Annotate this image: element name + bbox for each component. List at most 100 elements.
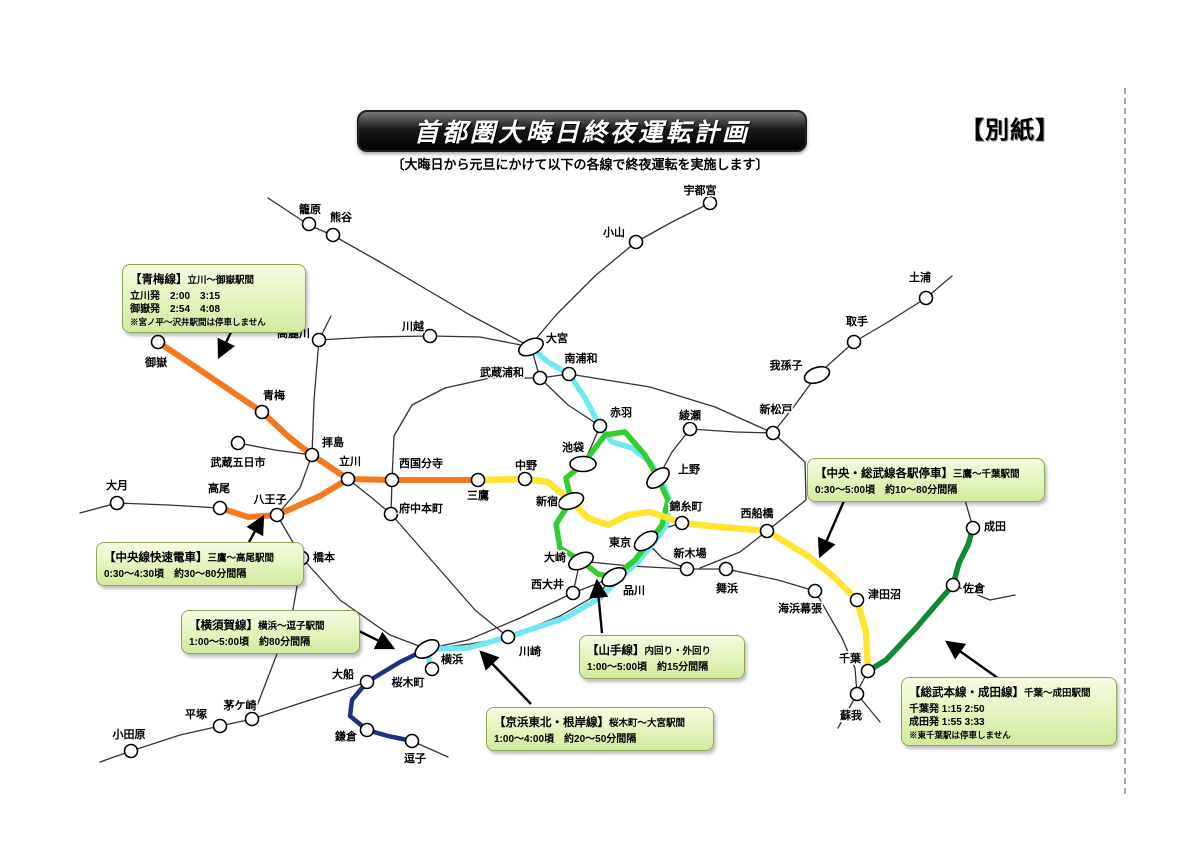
station-label: 新宿 xyxy=(536,494,558,508)
station-marker xyxy=(470,472,486,488)
callout-arrow-sobu-narita xyxy=(945,640,1003,682)
station-label: 平塚 xyxy=(185,707,207,721)
station-label: 八王子 xyxy=(253,493,287,506)
station-label: 千葉 xyxy=(839,651,862,665)
station-marker xyxy=(384,472,400,488)
station-marker xyxy=(244,711,260,727)
station-marker xyxy=(846,334,862,350)
rail-line-yokosuka-north xyxy=(426,576,615,650)
station-label: 逗子 xyxy=(404,751,426,765)
rail-line-keiyo-nishifuna xyxy=(699,530,768,569)
station-marker xyxy=(674,515,690,531)
station-label: 宇都宮 xyxy=(684,183,717,197)
station-marker xyxy=(254,404,270,420)
station-marker xyxy=(860,663,876,679)
station-marker xyxy=(702,195,718,211)
info-box-heading: 【総武本線・成田線】千葉～成田駅間 xyxy=(909,681,1109,703)
rail-line-keiyo xyxy=(645,540,858,695)
rail-line-musashino-mid xyxy=(568,373,774,434)
page-subtitle: 〔大晦日から元旦にかけて以下の各線で終夜運転を実施します〕 xyxy=(391,157,769,172)
station-label: 西大井 xyxy=(531,577,564,591)
station-label: 中野 xyxy=(515,458,537,472)
station-marker xyxy=(965,520,981,536)
info-box-sobu-narita: 【総武本線・成田線】千葉～成田駅間千葉発 1:15 2:50 成田発 1:55 3… xyxy=(901,677,1117,747)
station-label: 舞浜 xyxy=(716,581,738,595)
station-marker xyxy=(561,366,577,382)
station-label: 籠原 xyxy=(298,202,321,216)
rail-line-hachiko xyxy=(276,339,320,516)
station-marker xyxy=(123,743,139,759)
station-marker xyxy=(340,471,356,487)
station-label: 小田原 xyxy=(112,727,146,741)
station-marker xyxy=(359,674,375,690)
station-label: 我孫子 xyxy=(770,358,803,372)
station-label: 成田 xyxy=(984,519,1006,533)
service-range: 桜木町～大宮駅間 xyxy=(609,718,686,729)
rail-line-keihin-tohoku xyxy=(424,344,673,672)
line-name: 【青梅線】 xyxy=(130,274,188,286)
station-marker xyxy=(679,561,695,577)
station-marker xyxy=(304,447,320,463)
station-label: 青梅 xyxy=(263,388,285,402)
rail-line-chuo-rapid-east xyxy=(345,476,481,483)
rail-line-itsukaichi xyxy=(237,442,313,456)
station-marker xyxy=(404,733,420,749)
service-range: 立川～御嶽駅間 xyxy=(187,275,255,286)
station-label: 桜木町 xyxy=(392,675,425,689)
station-label: 南浦和 xyxy=(565,351,598,365)
station-marker xyxy=(682,421,698,437)
station-label: 津田沼 xyxy=(868,587,901,601)
info-box-heading: 【横須賀線】横浜～逗子駅間 xyxy=(189,614,352,636)
station-label: 立川 xyxy=(339,454,361,468)
station-marker xyxy=(109,495,125,511)
station-marker xyxy=(945,577,961,593)
station-label: 錦糸町 xyxy=(670,499,703,513)
line-name: 【中央線快速電車】 xyxy=(104,552,208,564)
info-box-heading: 【青梅線】立川～御嶽駅間 xyxy=(130,268,298,290)
station-marker xyxy=(718,561,734,577)
station-label: 西国分寺 xyxy=(399,456,443,470)
station-label: 鎌倉 xyxy=(334,729,358,743)
station-label: 海浜幕張 xyxy=(778,601,823,615)
rail-line-musashino-east xyxy=(766,432,807,532)
station-label: 綾瀬 xyxy=(679,408,701,422)
station-label: 御嶽 xyxy=(144,355,168,369)
station-marker xyxy=(383,506,399,522)
station-label: 大宮 xyxy=(546,331,568,345)
service-schedule: 1:00～5:00頃 約15分間隔 xyxy=(587,661,709,673)
info-box-heading: 【中央・総武線各駅停車】三鷹～千葉駅間 xyxy=(815,462,1037,484)
service-schedule: 御嶽発 2:54 4:08 xyxy=(130,304,221,316)
station-marker xyxy=(567,551,595,571)
service-schedule: 千葉発 1:15 2:50 xyxy=(909,703,985,715)
station-marker xyxy=(601,567,627,587)
attachment-label: 【別紙】 xyxy=(960,117,1060,144)
station-marker xyxy=(759,523,775,539)
overnight-service-lines xyxy=(155,339,976,744)
station-label: 大船 xyxy=(332,667,354,681)
service-note: ※東千葉駅は停車しません xyxy=(909,729,1011,740)
station-marker xyxy=(500,629,516,645)
station-marker xyxy=(557,491,585,511)
station-label: 池袋 xyxy=(562,440,585,454)
station-label: 横浜 xyxy=(441,652,463,666)
station-label: 新松戸 xyxy=(760,402,793,416)
station-label: 熊谷 xyxy=(330,210,353,224)
callout-arrows xyxy=(217,329,1003,705)
service-range: 横浜～逗子駅間 xyxy=(258,621,325,632)
station-label: 品川 xyxy=(623,584,645,597)
service-range: 三鷹～高尾駅間 xyxy=(207,553,275,564)
station-label: 取手 xyxy=(846,314,868,328)
station-marker xyxy=(325,227,341,243)
station-markers xyxy=(109,195,981,759)
service-schedule: 成田発 1:55 3:33 xyxy=(909,717,985,729)
callout-arrow-chuo-rapid xyxy=(246,514,265,543)
perforation-edge xyxy=(1124,88,1126,794)
rail-line-nambu xyxy=(347,478,509,638)
station-label: 府中本町 xyxy=(399,501,443,515)
service-range: 千葉～成田駅間 xyxy=(1024,688,1091,699)
service-schedule: 0:30～5:00頃 約10～80分間隔 xyxy=(815,484,958,496)
